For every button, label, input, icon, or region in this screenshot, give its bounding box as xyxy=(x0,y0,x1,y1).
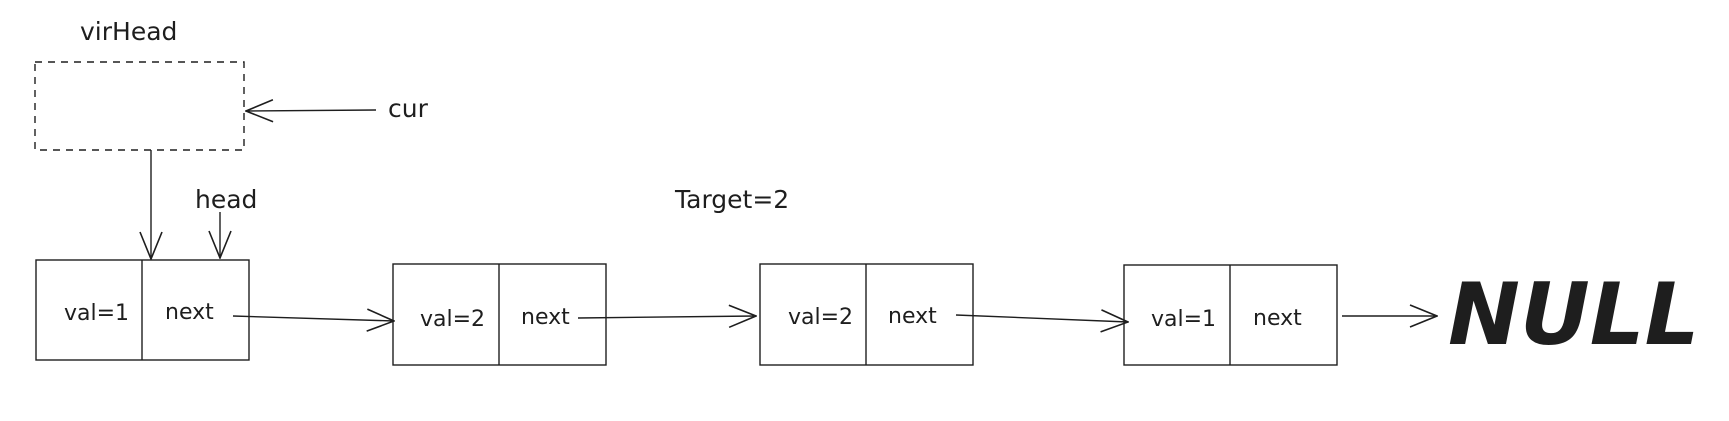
node-next: next xyxy=(165,300,214,325)
node-1-next-arrow xyxy=(232,316,394,321)
null-terminal: NULL xyxy=(1448,265,1699,365)
list-node-1: val=1 next xyxy=(35,259,250,361)
node-val: val=2 xyxy=(788,305,853,330)
node-next: next xyxy=(1253,306,1302,331)
node-next: next xyxy=(521,305,570,330)
virhead-box xyxy=(34,61,245,151)
head-label: head xyxy=(195,185,257,214)
list-node-4: val=1 next xyxy=(1123,264,1338,366)
cur-arrow xyxy=(246,110,377,111)
node-val: val=1 xyxy=(1151,307,1216,332)
virhead-label: virHead xyxy=(80,17,177,46)
cur-label: cur xyxy=(388,94,429,123)
node-val: val=2 xyxy=(420,307,485,332)
list-node-3: val=2 next xyxy=(759,263,974,366)
node-3-next-arrow xyxy=(955,315,1128,322)
node-val: val=1 xyxy=(64,301,129,326)
target-label: Target=2 xyxy=(674,185,789,214)
node-next: next xyxy=(888,304,937,329)
list-node-2: val=2 next xyxy=(392,263,607,366)
node-2-next-arrow xyxy=(577,316,756,318)
